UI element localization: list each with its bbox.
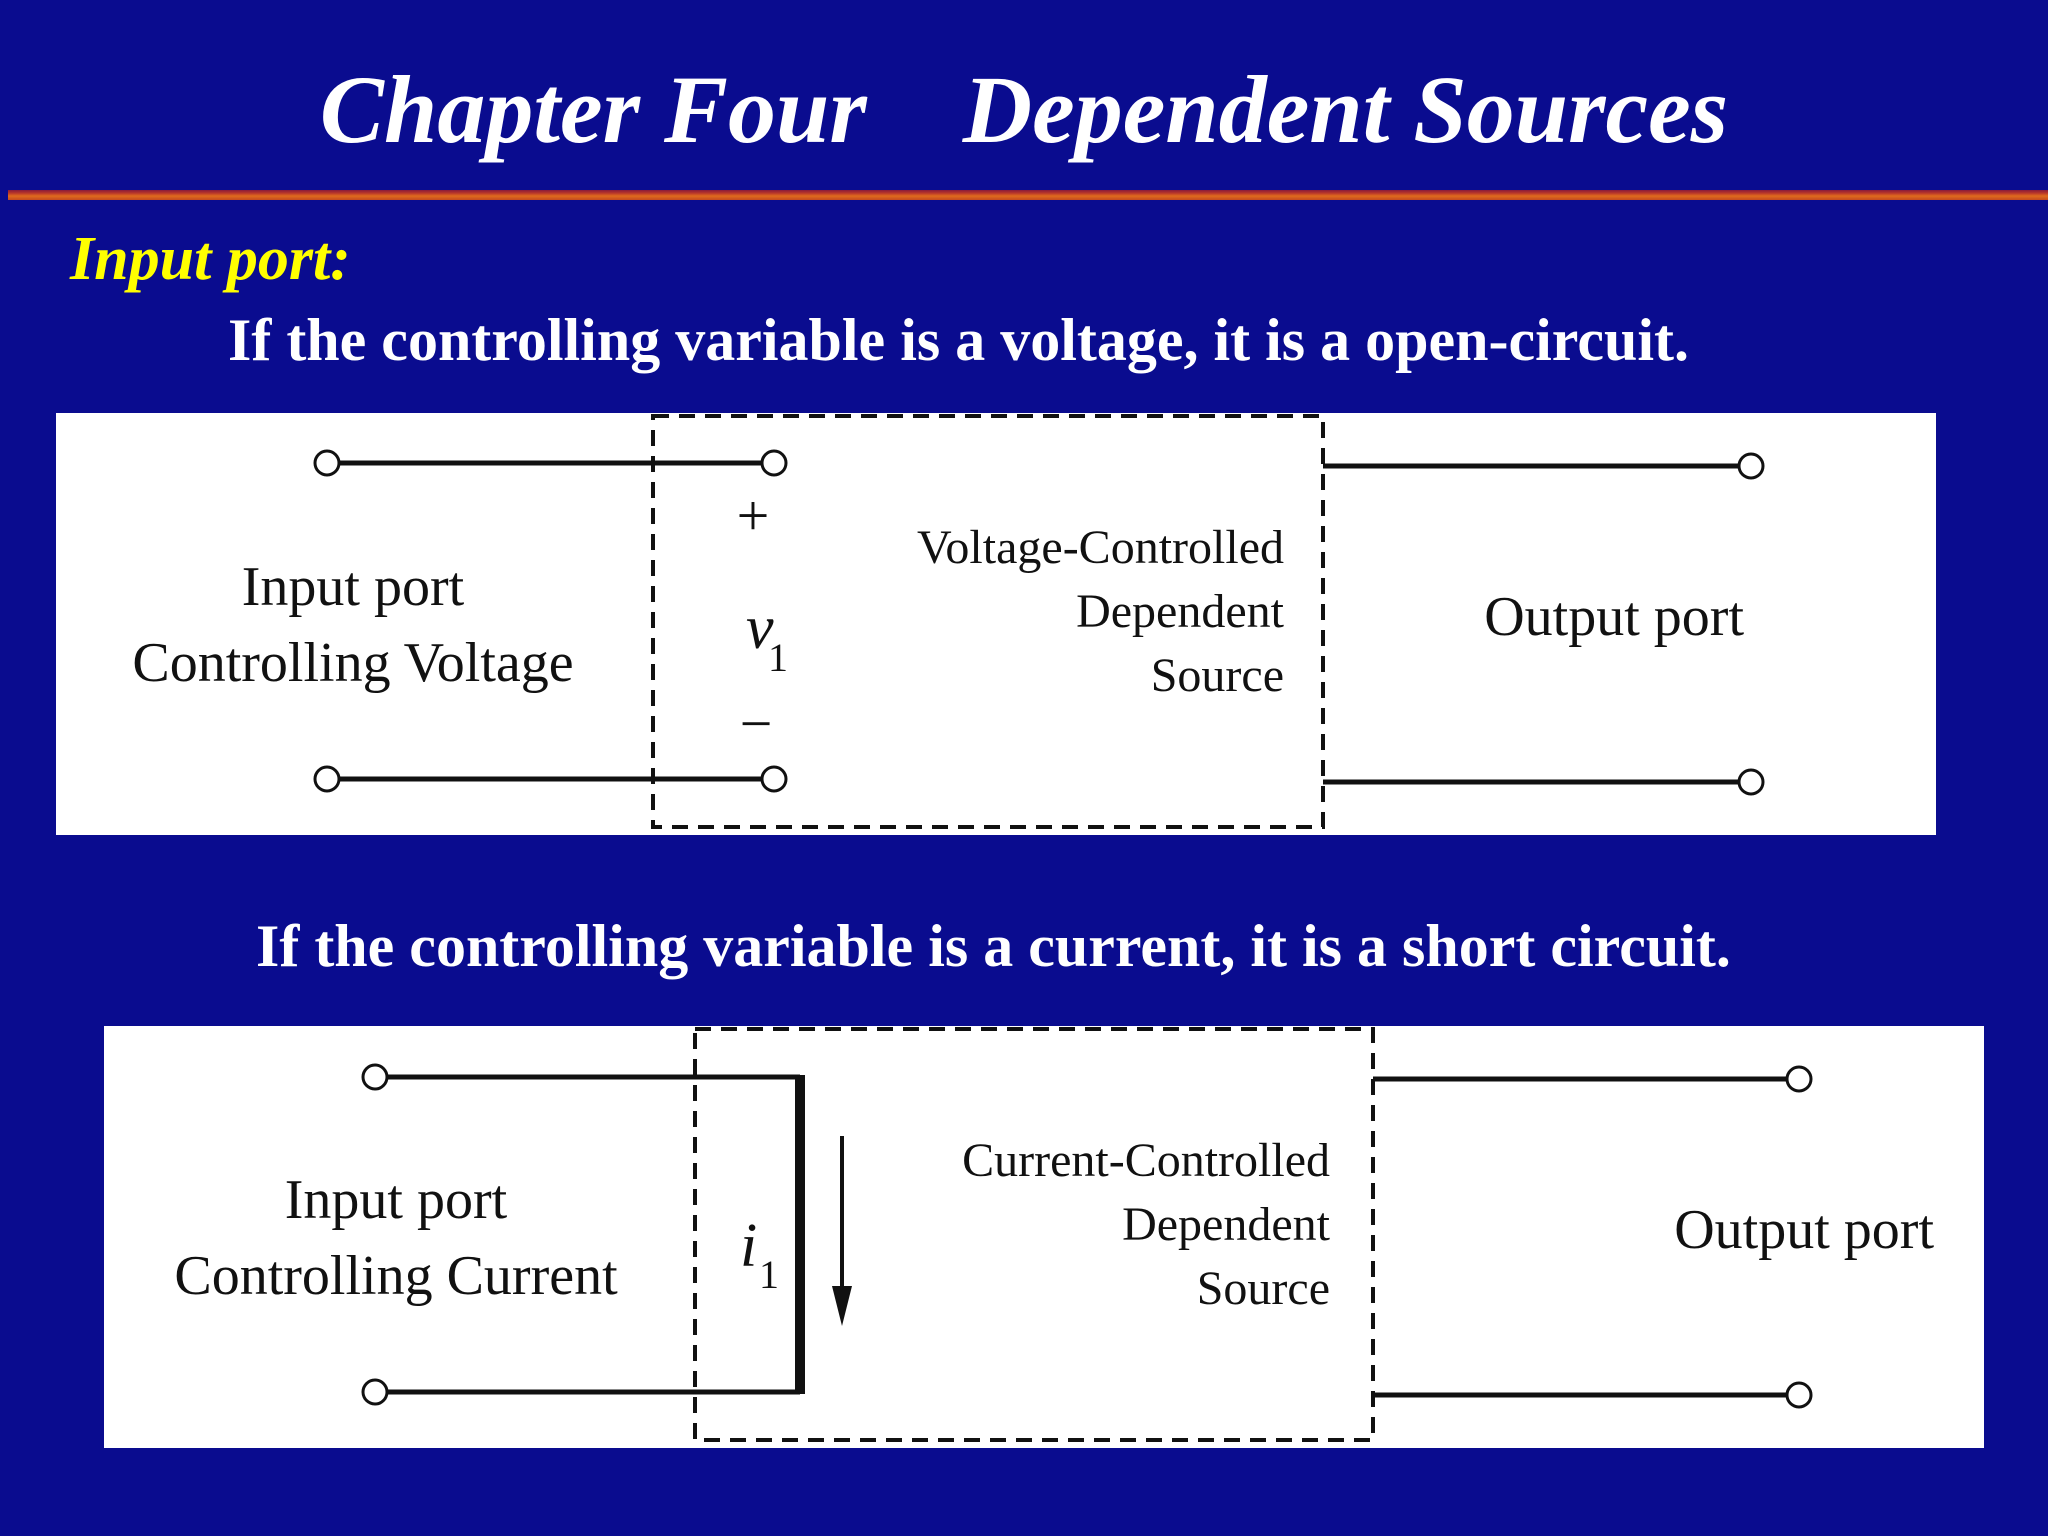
controlling-current-label: Controlling Current bbox=[174, 1245, 618, 1307]
variable-v-subscript: 1 bbox=[768, 635, 788, 680]
dependent-source-box bbox=[651, 414, 1325, 829]
source-label-line-3: Source bbox=[1197, 1262, 1330, 1315]
variable-v: v bbox=[746, 594, 774, 662]
slide-title: Chapter Four Dependent Sources bbox=[319, 56, 1729, 163]
minus-sign: − bbox=[740, 691, 773, 756]
title-divider bbox=[8, 190, 2048, 200]
source-label-line-2: Dependent bbox=[1122, 1198, 1331, 1251]
input-port-label: Input port bbox=[242, 556, 465, 618]
output-terminal-bottom bbox=[1737, 768, 1765, 796]
section-heading: Input port: bbox=[70, 225, 351, 293]
output-port-label: Output port bbox=[1674, 1199, 1934, 1261]
statement-voltage: If the controlling variable is a voltage… bbox=[228, 307, 1690, 373]
output-terminal-bottom bbox=[1785, 1381, 1813, 1409]
dependent-source-box bbox=[693, 1027, 1375, 1442]
input-terminal-bottom bbox=[313, 765, 341, 793]
source-label-line-2: Dependent bbox=[1076, 585, 1285, 638]
input-terminal-top bbox=[313, 449, 341, 477]
input-terminal-top bbox=[361, 1063, 389, 1091]
source-label-line-1: Voltage-Controlled bbox=[917, 521, 1284, 574]
output-port-label: Output port bbox=[1484, 586, 1744, 648]
current-controlled-diagram: Input port Controlling Current i 1 Curre… bbox=[104, 1026, 1984, 1448]
source-label-line-1: Current-Controlled bbox=[962, 1134, 1330, 1187]
current-diagram-svg: Input port Controlling Current i 1 Curre… bbox=[174, 1027, 1934, 1442]
inner-terminal-bottom bbox=[760, 765, 788, 793]
input-terminal-bottom bbox=[361, 1378, 389, 1406]
input-port-label: Input port bbox=[285, 1169, 508, 1231]
plus-sign: + bbox=[737, 483, 770, 548]
inner-terminal-top bbox=[760, 449, 788, 477]
statement-current: If the controlling variable is a current… bbox=[256, 913, 1731, 979]
current-arrow-head bbox=[832, 1286, 852, 1326]
voltage-diagram-svg: Input port Controlling Voltage + v 1 − V… bbox=[132, 414, 1765, 829]
output-terminal-top bbox=[1737, 452, 1765, 480]
controlling-voltage-label: Controlling Voltage bbox=[132, 632, 573, 694]
variable-i-subscript: 1 bbox=[759, 1252, 779, 1297]
source-label-line-3: Source bbox=[1151, 649, 1284, 702]
output-terminal-top bbox=[1785, 1065, 1813, 1093]
voltage-controlled-diagram: Input port Controlling Voltage + v 1 − V… bbox=[56, 413, 1936, 835]
variable-i: i bbox=[740, 1212, 757, 1280]
